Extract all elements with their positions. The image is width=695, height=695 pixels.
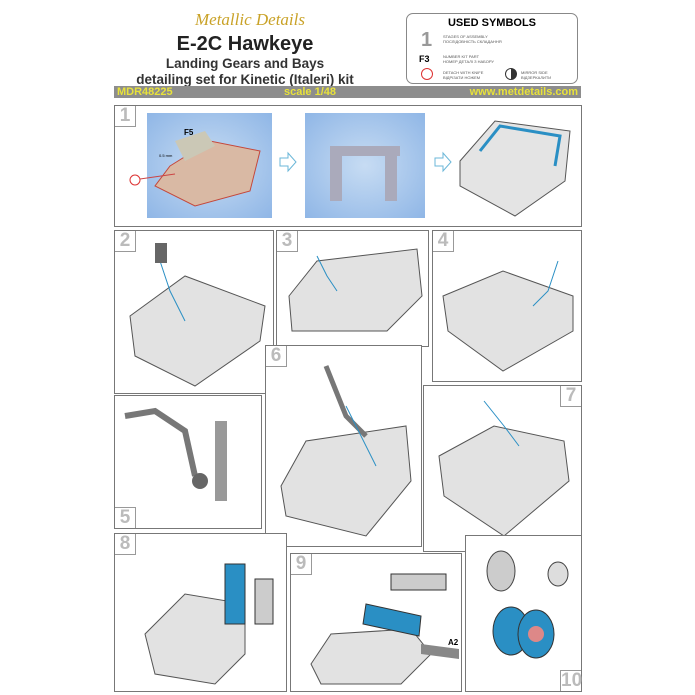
step-9-panel: 9 A2: [290, 553, 462, 692]
product-code: MDR48225: [117, 86, 173, 98]
symbols-title: USED SYMBOLS: [447, 17, 536, 29]
step-3-drawing: [288, 248, 423, 332]
brand-logo: Metallic Details: [194, 10, 305, 29]
knife-en: DETACH WITH KNIFE: [443, 70, 484, 75]
part-code-symbol: F3: [419, 54, 430, 64]
step-number: 10: [560, 670, 583, 691]
part-side: [330, 146, 342, 201]
step-number: 7: [560, 386, 581, 407]
knife-ua: ВІДРІЗАТИ НОЖЕМ: [443, 75, 481, 80]
step-number: 1: [115, 106, 136, 127]
bay-drawing: [459, 120, 571, 217]
mirror-ua: ВІДЗЕРКАЛИТИ: [521, 75, 552, 80]
part-ua: НОМЕР ДЕТАЛІ З НАБОРУ: [443, 59, 494, 64]
blue-part: [478, 124, 562, 167]
stage-en: STAGES OF ASSEMBLY: [443, 34, 488, 39]
step-number: 3: [277, 231, 298, 252]
mirror-icon: [505, 68, 517, 80]
part-label: F5: [184, 128, 194, 137]
step-number: 6: [266, 346, 287, 367]
stage-number-symbol: 1: [421, 29, 433, 51]
kit-part: [175, 131, 215, 161]
page-title: E-2C Hawkeye: [176, 33, 314, 55]
step-4-drawing: [442, 260, 574, 372]
subtitle-line2: detailing set for Kinetic (Italeri) kit: [136, 72, 354, 87]
part-side: [385, 146, 397, 201]
mirror-en: MIRROR SIDE: [521, 70, 548, 75]
part-bar: [330, 146, 400, 156]
step-4-panel: 4: [432, 230, 582, 382]
dimension-label: 0.5 mm: [159, 153, 173, 158]
knife-icon: [421, 68, 433, 80]
subtitle-line1: Landing Gears and Bays: [165, 56, 325, 71]
step-number: 8: [115, 534, 136, 555]
step-8-panel: 8: [114, 533, 287, 692]
step-2-panel: 2: [114, 230, 274, 394]
part-label: A2: [448, 638, 459, 647]
step-7-drawing: [438, 400, 570, 537]
step-5-panel: 5: [114, 395, 262, 529]
step-5-drawing: [124, 407, 227, 501]
step-1-panel: 1 F5 0.5 mm: [114, 105, 582, 227]
step-number: 2: [115, 231, 136, 252]
leader-line: [139, 173, 176, 180]
step-6-drawing: [280, 365, 412, 537]
step-1-drawing: [129, 120, 571, 217]
stage-ua: ПОСЛІДОВНІСТЬ СКЛАДАННЯ: [443, 39, 502, 44]
photo-part: [305, 113, 425, 218]
step-3-panel: 3: [276, 230, 429, 347]
etched-grid: [154, 140, 261, 207]
info-bar: MDR48225 scale 1/48 www.metdetails.com: [114, 86, 581, 98]
step-2-drawing: [129, 243, 266, 387]
step-10-panel: 10: [465, 535, 582, 692]
scale-label: scale 1/48: [284, 86, 336, 98]
knife-icon: [129, 174, 141, 186]
website-url: www.metdetails.com: [469, 86, 578, 98]
step-10-drawing: [486, 550, 569, 659]
step-7-panel: 7: [423, 385, 582, 552]
step-number: 5: [115, 507, 136, 528]
step-6-panel: 6: [265, 345, 422, 547]
step-number: 4: [433, 231, 454, 252]
step-number: 9: [291, 554, 312, 575]
step-8-drawing: [144, 563, 274, 685]
arrow-right-icon: [279, 151, 297, 173]
step-9-drawing: [310, 573, 459, 685]
arrow-right-icon: [434, 151, 452, 173]
part-en: NUMBER KIT PART: [443, 54, 480, 59]
